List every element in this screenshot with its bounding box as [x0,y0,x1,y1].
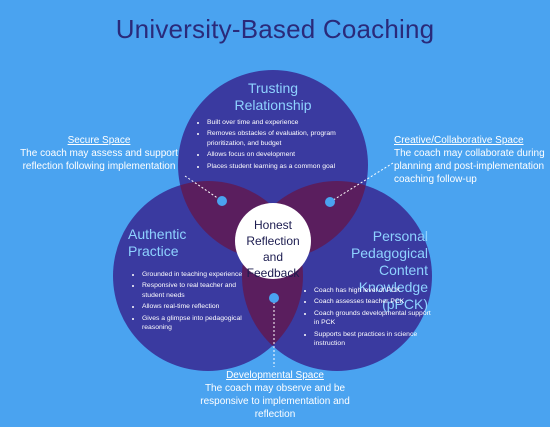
creative-space-line3: coaching follow-up [394,174,477,185]
center-line3: Feedback [246,266,300,280]
trusting-title-line1: Trusting [247,80,299,96]
authentic-title-line2: Practice [128,243,179,259]
authentic-practice-title: Authentic Practice [128,226,208,260]
list-item: Allows focus on development [207,150,357,159]
creative-space-line1: The coach may collaborate during [394,148,545,159]
diagram-title: University-Based Coaching [115,14,435,44]
list-item: Coach has high level of PCK [314,286,434,295]
list-item: Places student learning as a common goal [207,162,357,171]
center-label: Honest Reflection and Feedback [235,217,311,281]
creative-space-callout: Creative/Collaborative Space The coach m… [394,134,550,186]
secure-space-line2: reflection following implementation [22,161,176,172]
developmental-space-dot [269,293,279,303]
developmental-space-line1: The coach may observe and be [204,383,346,394]
creative-leader-line [329,162,394,203]
list-item: Coach assesses teacher PCK [314,297,434,306]
list-item: Allows real-time reflection [142,302,260,311]
center-circle [235,203,311,279]
secure-space-line1: The coach may assess and support [20,148,178,159]
secure-leader-line [184,175,223,202]
list-item: Responsive to real teacher and student n… [142,281,260,300]
list-item: Coach grounds developmental support in P… [314,309,434,328]
ppck-title-line1: Personal [372,228,428,244]
ppck-title-line2: Pedagogical Content [350,245,428,278]
developmental-space-line3: reflection [254,409,296,420]
center-line1: Honest [253,218,293,232]
developmental-space-callout: Developmental Space The coach may observ… [180,369,370,421]
ppck-title: Personal Pedagogical Content Knowledge (… [318,228,428,313]
creative-space-dot [325,197,335,207]
list-item: Built over time and experience [207,118,357,127]
secure-space-callout: Secure Space The coach may assess and su… [10,134,188,173]
list-item: Removes obstacles of evaluation, program… [207,129,357,148]
trusting-relationship-title: Trusting Relationship [214,80,332,114]
trusting-title-line2: Relationship [234,97,312,113]
creative-space-heading: Creative/Collaborative Space [394,135,524,146]
developmental-space-heading: Developmental Space [226,370,324,381]
list-item: Supports best practices in science instr… [314,330,434,349]
creative-space-line2: planning and post-implementation [394,161,545,172]
developmental-space-line2: responsive to implementation and [200,396,350,407]
list-item: Gives a glimpse into pedagogical reasoni… [142,314,260,333]
ppck-list: Coach has high level of PCK Coach assess… [302,286,434,350]
secure-space-heading: Secure Space [67,135,131,146]
center-line2: Reflection and [246,234,300,264]
list-item: Grounded in teaching experience [142,270,260,279]
ppck-title-line3: Knowledge (pPCK) [358,279,428,312]
secure-space-dot [217,196,227,206]
trusting-relationship-list: Built over time and experience Removes o… [195,118,357,173]
authentic-title-line1: Authentic [128,226,187,242]
authentic-practice-list: Grounded in teaching experience Responsi… [130,270,260,334]
